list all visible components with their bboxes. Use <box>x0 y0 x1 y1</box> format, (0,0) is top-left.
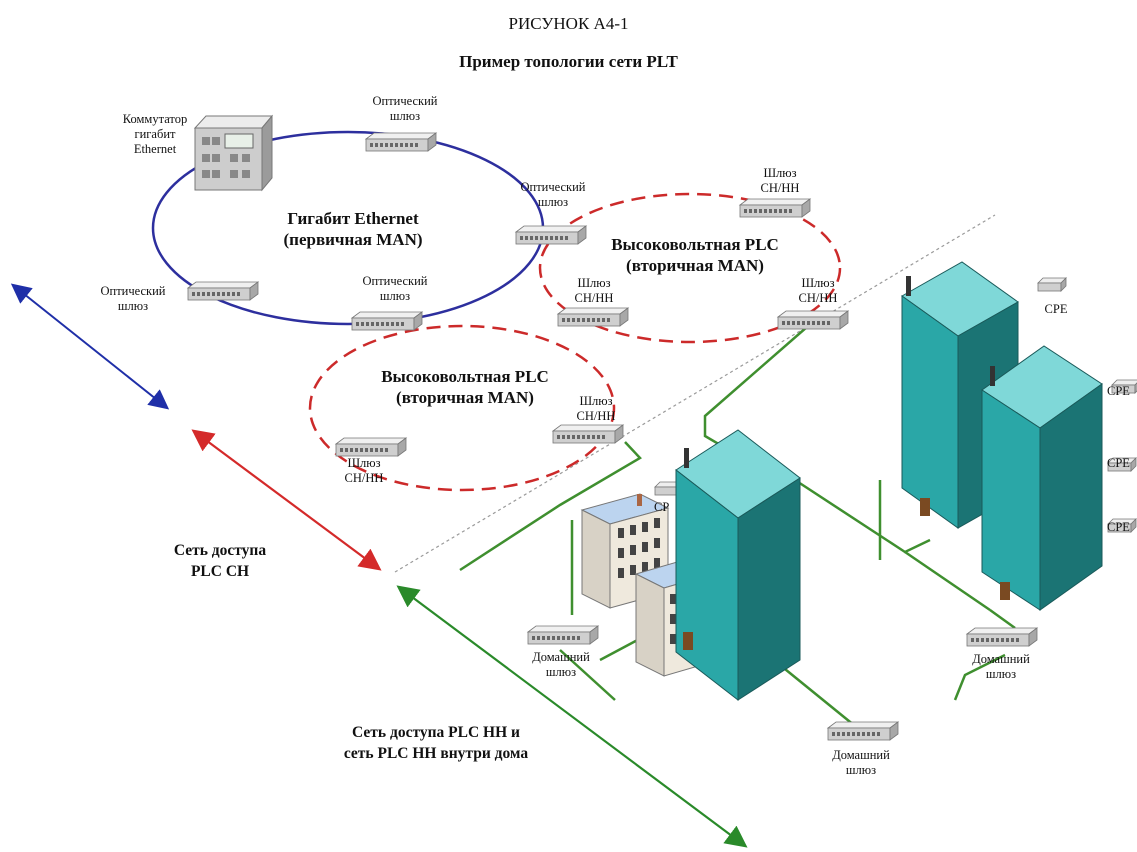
optical-gateway-bottom-label: Оптический шлюз <box>362 274 428 303</box>
home-gateway-3-icon <box>827 721 899 741</box>
home-gateway-3-label: Домашний шлюз <box>832 748 890 777</box>
tower-center-icon <box>675 429 801 702</box>
home-gateway-2-label: Домашний шлюз <box>972 652 1030 681</box>
optical-gateway-left-icon <box>187 281 259 301</box>
hv-plc-label-2: Высоковольтная PLC (вторичная MAN) <box>381 367 549 407</box>
mv-gateway-c-icon <box>777 310 849 330</box>
figure-label: РИСУНОК А4-1 <box>508 14 629 33</box>
hv-plc-ellipse-1 <box>538 192 842 344</box>
tower-right-2-icon <box>981 345 1103 611</box>
mv-gateway-c-label: Шлюз СН/НН <box>798 276 838 305</box>
mv-gateway-d-icon <box>552 424 624 444</box>
mv-access-label: Сеть доступа PLC СН <box>173 542 267 580</box>
home-gateway-2-icon <box>966 627 1038 647</box>
cpe-2-label: CPE <box>1107 384 1130 398</box>
lv-access-label: Сеть доступа PLC НН и сеть PLC НН внутри… <box>343 724 529 762</box>
hv-plc-label-1: Высоковольтная PLC (вторичная MAN) <box>611 235 779 275</box>
cpe-4-label: CPE <box>1107 520 1130 534</box>
blue-arrow <box>10 283 170 410</box>
gigabit-ring-label: Гигабит Ethernet (первичная MAN) <box>283 209 423 249</box>
optical-gateway-left-label: Оптический шлюз <box>100 284 166 313</box>
optical-gateway-right-icon <box>515 225 587 245</box>
figure-title: Пример топологии сети PLT <box>459 52 678 71</box>
mv-gateway-b-label: Шлюз СН/НН <box>574 276 614 305</box>
home-gateway-1-icon <box>527 625 599 645</box>
hv-plc-ellipse-2 <box>308 324 616 492</box>
mv-gateway-e-icon <box>335 437 407 457</box>
optical-gateway-top-icon <box>365 132 437 152</box>
divider-line <box>394 214 996 573</box>
cpe-1-label: CPE <box>1044 302 1068 316</box>
lv-lines <box>459 319 1016 731</box>
optical-gateway-bottom-icon <box>351 311 423 331</box>
optical-gateway-top-label: Оптический шлюз <box>372 94 438 123</box>
cpe-1-icon <box>1037 277 1067 292</box>
home-gateway-1-label: Домашний шлюз <box>532 650 590 679</box>
mv-gateway-e-label: Шлюз СН/НН <box>344 456 384 485</box>
cpe-5-label: CP <box>654 500 670 514</box>
mv-gateway-b-icon <box>557 307 629 327</box>
mv-gateway-a-label: Шлюз СН/НН <box>760 166 800 195</box>
mv-gateway-d-label: Шлюз СН/НН <box>576 394 616 423</box>
green-arrow <box>396 585 748 848</box>
gigabit-switch-icon <box>193 114 274 192</box>
cpe-3-label: CPE <box>1107 456 1130 470</box>
red-arrow <box>191 429 382 571</box>
mv-gateway-a-icon <box>739 198 811 218</box>
optical-gateway-right-label: Оптический шлюз <box>520 180 586 209</box>
switch-label: Коммутатор гигабит Ethernet <box>122 112 188 156</box>
